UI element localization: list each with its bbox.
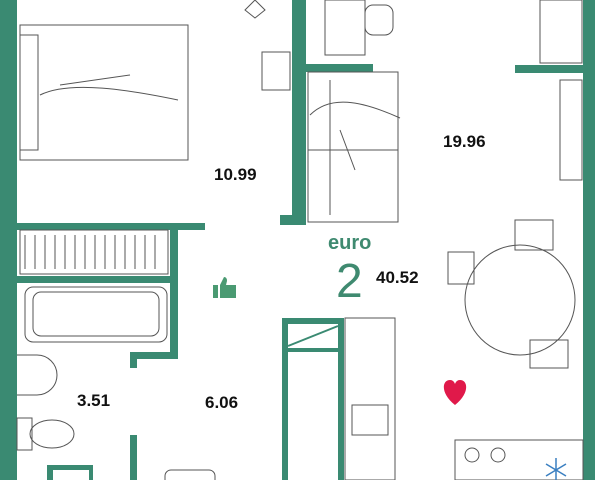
hallway-area: 6.06 (205, 393, 239, 412)
wall-bath-mid (17, 276, 170, 283)
wall-bath-jog2 (130, 352, 137, 368)
bedroom-area: 10.99 (214, 165, 257, 184)
thumbs-up-icon (213, 277, 236, 298)
room-count: 2 (336, 255, 363, 308)
bathtub (24, 286, 168, 343)
bathroom-area: 3.51 (77, 391, 111, 410)
dining-chair (447, 251, 475, 285)
wall-right (583, 0, 595, 480)
chair (364, 4, 394, 36)
radiator (19, 229, 169, 275)
dining-table (464, 244, 576, 356)
snowflake-icon (545, 458, 567, 480)
wall-bath-jog (130, 352, 178, 359)
wall-bedroom-jog (280, 215, 306, 225)
kitchen-counter (344, 317, 396, 480)
wall-office (306, 64, 373, 72)
furniture (16, 0, 584, 480)
living-room-area: 19.96 (443, 132, 486, 151)
stove (454, 439, 584, 480)
toilet (16, 417, 33, 451)
wall-left (0, 0, 17, 480)
wall-bath-right (170, 223, 178, 358)
sofa (307, 71, 399, 223)
heart-icon (443, 380, 467, 405)
wall-bedroom (292, 0, 306, 225)
apartment-type: euro (328, 232, 372, 254)
sink (17, 354, 58, 396)
desk (324, 0, 366, 56)
wall-balcony (515, 65, 585, 73)
total-area: 40.52 (376, 268, 419, 287)
plant (244, 0, 266, 19)
wall-hall (130, 435, 137, 480)
wall-bath-top (17, 223, 205, 230)
tv-unit (559, 79, 583, 181)
